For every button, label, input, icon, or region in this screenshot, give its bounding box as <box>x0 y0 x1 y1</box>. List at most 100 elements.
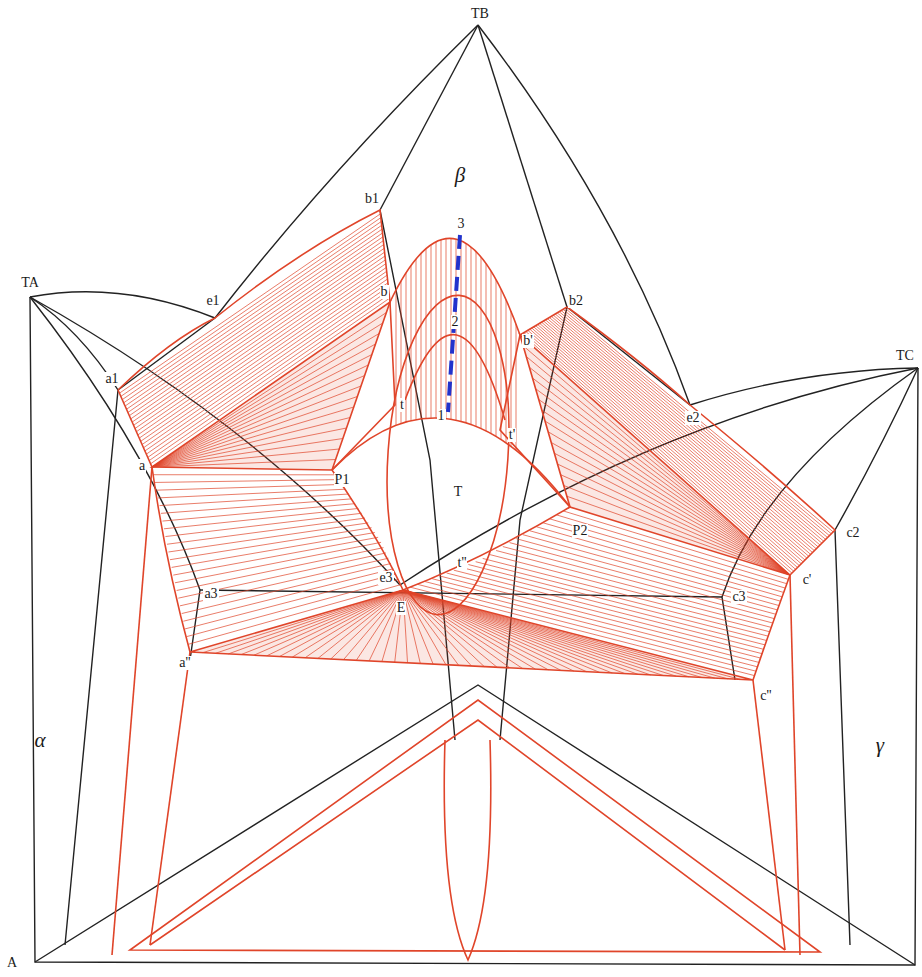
tie-line <box>131 245 384 419</box>
point-label: a <box>138 459 146 473</box>
tie-line <box>522 334 792 573</box>
tie-line <box>516 539 777 610</box>
point-label: c' <box>802 573 813 587</box>
tie-line <box>471 247 472 425</box>
tie-line <box>149 294 389 460</box>
tie-line <box>161 499 352 514</box>
tie-line <box>344 590 403 660</box>
tie-line <box>152 313 386 468</box>
tie-line <box>128 237 383 413</box>
tie-line <box>403 590 651 675</box>
tie-line <box>436 242 437 418</box>
tie-line <box>524 333 794 572</box>
tie-line <box>511 311 512 446</box>
tie-line <box>526 332 796 570</box>
point-label: b2 <box>568 294 584 308</box>
tie-line <box>426 249 427 419</box>
point-label: b1 <box>364 192 380 206</box>
tie-line <box>523 346 790 575</box>
tie-line <box>567 496 790 575</box>
point-label: a'' <box>178 656 191 670</box>
tie-line <box>144 279 388 448</box>
tie-line <box>538 325 807 559</box>
tie-line <box>267 590 403 656</box>
point-label: t'' <box>457 556 468 570</box>
phase-label: γ <box>875 735 885 756</box>
tie-line <box>403 590 715 678</box>
tie-line <box>158 489 345 498</box>
tie-line <box>403 590 612 673</box>
tie-line <box>152 386 361 467</box>
point-label: b' <box>522 334 534 348</box>
tie-line <box>542 322 811 554</box>
tie-line <box>403 590 599 672</box>
tie-line <box>156 484 341 490</box>
tie-line <box>403 590 663 676</box>
tie-line <box>403 590 561 670</box>
tie-line <box>135 256 385 429</box>
tie-line <box>403 590 689 677</box>
tie-line <box>454 570 764 649</box>
tie-line <box>254 590 403 655</box>
point-label: TA <box>20 276 40 290</box>
tie-line <box>165 513 361 536</box>
tie-line <box>403 590 676 676</box>
tie-line <box>145 283 388 451</box>
tie-line <box>185 574 396 629</box>
point-label: t <box>399 398 405 412</box>
tie-line <box>180 558 388 606</box>
point-label: c'' <box>759 689 772 703</box>
tie-line <box>406 273 407 422</box>
point-label: P2 <box>572 524 589 538</box>
tie-line <box>403 590 740 679</box>
tie-line <box>403 590 510 668</box>
tie-line <box>152 355 372 468</box>
point-label: 3 <box>457 217 466 231</box>
prism-lines <box>30 25 918 965</box>
tie-line <box>543 523 784 593</box>
tie-line <box>151 298 390 464</box>
tie-line <box>510 543 776 615</box>
tie-line <box>159 494 348 506</box>
tie-line <box>540 323 809 556</box>
tie-line <box>152 418 350 468</box>
tie-line <box>403 590 638 674</box>
tie-line <box>441 240 442 418</box>
tie-line <box>216 590 403 653</box>
tie-line <box>396 290 397 425</box>
tie-line <box>132 248 384 422</box>
point-label: t' <box>508 428 516 442</box>
tie-line <box>152 439 343 468</box>
tie-line <box>565 308 833 532</box>
phase-label: α <box>33 730 46 751</box>
point-label: A <box>6 956 18 970</box>
tie-line <box>557 515 787 584</box>
tie-line <box>466 243 467 422</box>
point-label: TB <box>470 7 490 21</box>
tie-line <box>421 253 422 419</box>
tie-line <box>545 320 814 551</box>
tie-line <box>410 587 754 675</box>
point-label: 1 <box>437 409 446 423</box>
tie-line <box>432 579 759 663</box>
tie-line <box>431 245 432 418</box>
tie-line <box>529 367 790 575</box>
tie-line <box>318 590 403 658</box>
tie-line <box>530 329 800 565</box>
tie-line <box>203 590 403 653</box>
tie-line <box>526 357 790 576</box>
point-label: e3 <box>378 571 393 585</box>
point-label: c2 <box>845 526 860 540</box>
tie-line <box>536 389 790 575</box>
tie-line <box>138 264 386 435</box>
tie-line <box>551 316 820 545</box>
tie-line <box>491 271 492 434</box>
tie-lines <box>119 214 833 680</box>
tie-line <box>563 511 788 579</box>
tie-line <box>446 239 447 419</box>
tie-line <box>501 289 502 439</box>
tie-line <box>129 241 383 416</box>
point-label: TC <box>895 349 915 363</box>
tie-line <box>152 397 357 468</box>
tie-line <box>241 590 403 655</box>
